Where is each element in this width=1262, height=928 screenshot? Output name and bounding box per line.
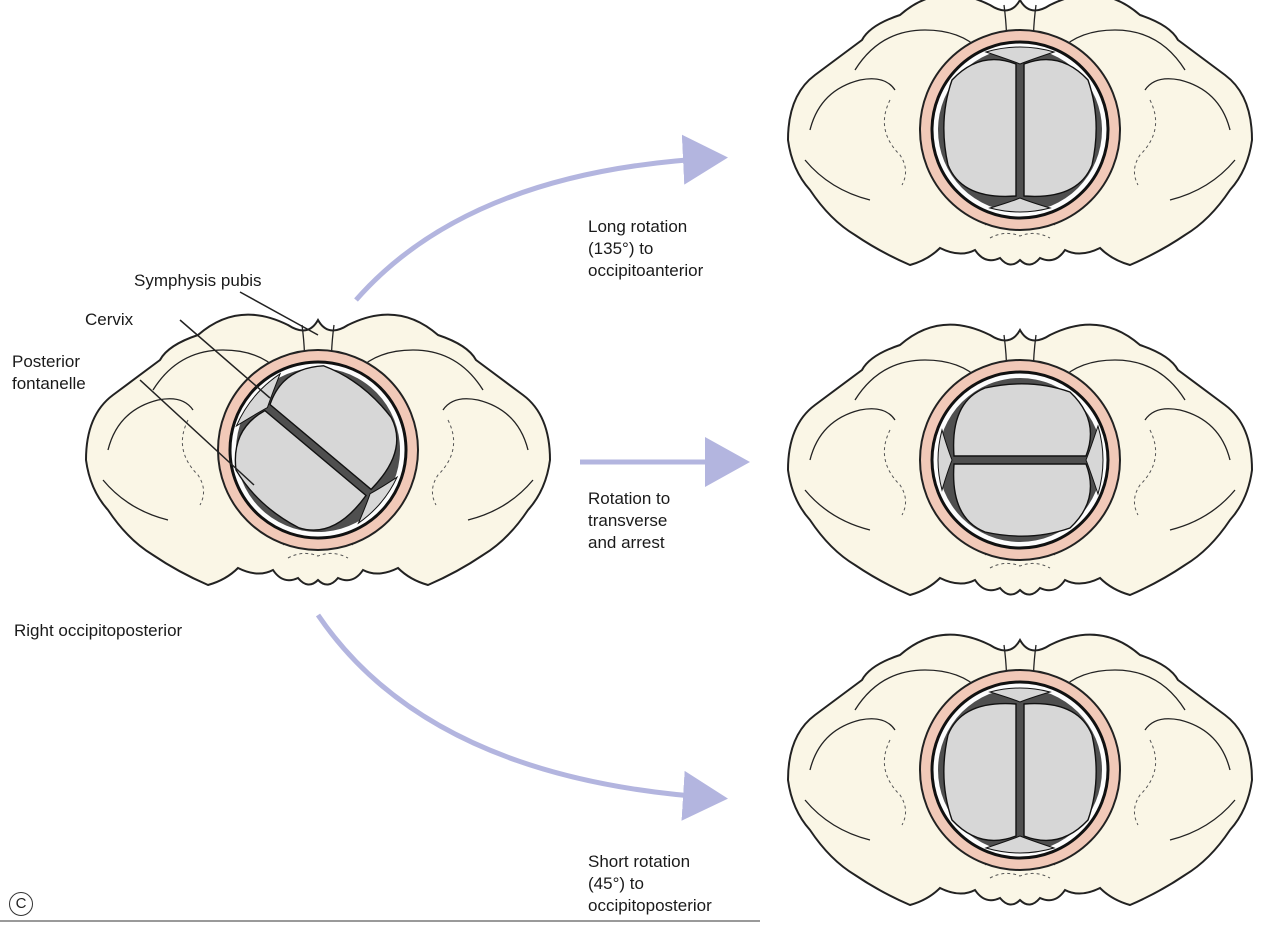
copyright-mark: C (9, 892, 33, 916)
label-long-rotation: Long rotation (135°) to occipitoanterior (588, 216, 703, 282)
pelvis-occipitoanterior (788, 0, 1252, 265)
label-short-rotation: Short rotation (45°) to occipitoposterio… (588, 851, 712, 917)
label-posterior-fontanelle: Posterior fontanelle (12, 351, 86, 395)
arrow-to-occipitoposterior (318, 615, 718, 798)
label-transverse-arrest: Rotation to transverse and arrest (588, 488, 670, 554)
pelvis-occipitoposterior (788, 635, 1252, 905)
label-symphysis-pubis: Symphysis pubis (134, 270, 262, 292)
label-cervix: Cervix (85, 309, 133, 331)
bottom-rule (0, 920, 760, 922)
pelvis-transverse-arrest (788, 325, 1252, 595)
label-right-occipitoposterior: Right occipitoposterior (14, 620, 182, 642)
pelvis-right-occipitoposterior (86, 315, 550, 585)
